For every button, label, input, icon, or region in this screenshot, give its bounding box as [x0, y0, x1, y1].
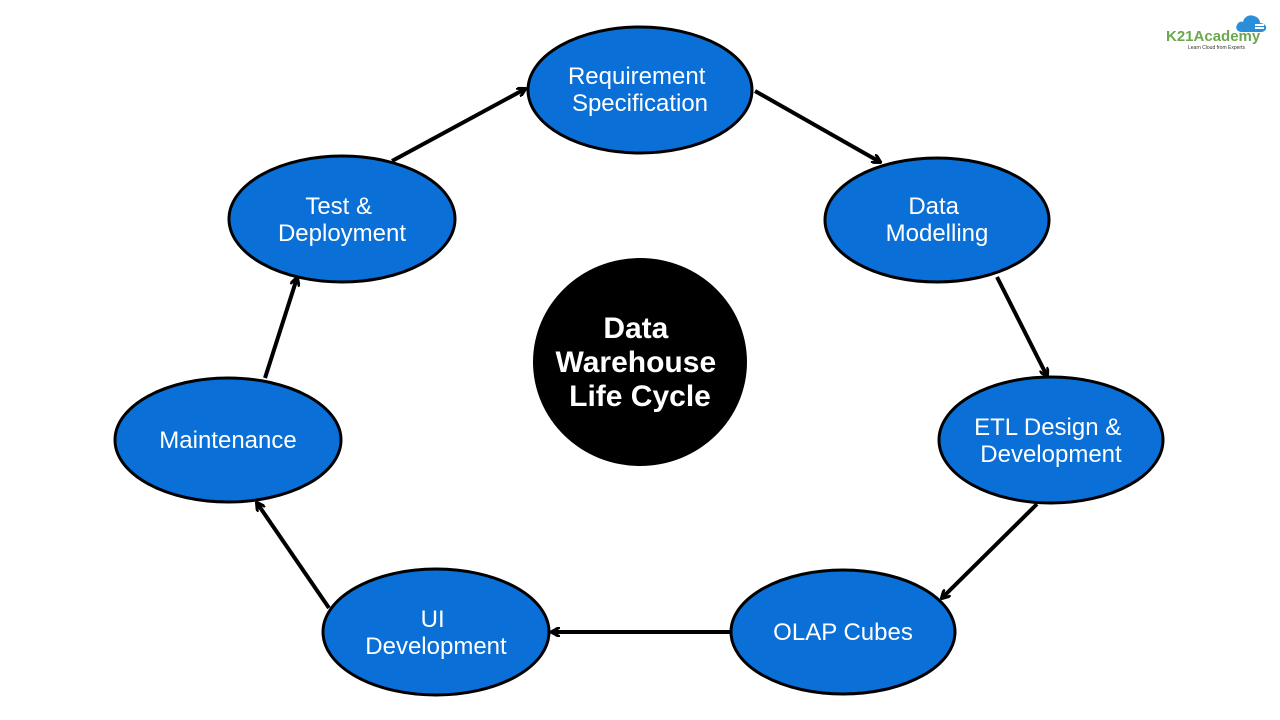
- node-label: UI Development: [365, 606, 507, 660]
- center-line-1: Data: [603, 312, 668, 345]
- node-ui-development: UI Development: [321, 567, 551, 697]
- node-label-line: Data: [908, 193, 959, 220]
- node-label: Test & Deployment: [278, 193, 406, 247]
- node-ellipse: [321, 567, 551, 697]
- center-title: Data Warehouse Life Cycle: [556, 312, 725, 413]
- arrow-modelling-to-etl: [995, 276, 1047, 376]
- node-maintenance: Maintenance: [113, 376, 343, 504]
- node-etl-design-development: ETL Design & Development: [937, 375, 1165, 505]
- node-ellipse: [526, 25, 754, 155]
- arrow-etl-to-olap: [942, 502, 1039, 598]
- node-label: Data Modelling: [886, 193, 989, 247]
- center-line-2: Warehouse: [556, 346, 717, 379]
- center-line-3: Life Cycle: [569, 380, 711, 413]
- node-label-line: OLAP Cubes: [773, 619, 913, 646]
- node-ellipse: [937, 375, 1165, 505]
- node-label-line: Maintenance: [159, 427, 296, 454]
- node-data-modelling: Data Modelling: [823, 156, 1051, 284]
- node-requirement-specification: Requirement Specification: [526, 25, 754, 155]
- node-label: Requirement Specification: [568, 63, 712, 117]
- arrow-test-to-requirement: [391, 89, 525, 163]
- arrow-ui-to-maintenance: [257, 503, 331, 610]
- node-label: OLAP Cubes: [773, 619, 913, 646]
- node-label-line: Test &: [305, 193, 372, 220]
- node-ellipse: [113, 376, 343, 504]
- center-node: Data Warehouse Life Cycle: [533, 258, 747, 466]
- edges: [257, 89, 1047, 632]
- cloud-icon: [1236, 15, 1267, 32]
- center-circle: [533, 258, 747, 466]
- brand-logo: K21Academy Learn Cloud from Experts: [1166, 12, 1270, 56]
- node-label: ETL Design & Development: [974, 414, 1128, 468]
- node-ellipse: [729, 568, 957, 696]
- node-test-deployment: Test & Deployment: [227, 154, 457, 284]
- logo-brand-text: K21Academy: [1166, 28, 1261, 45]
- node-ellipse: [823, 156, 1051, 284]
- node-olap-cubes: OLAP Cubes: [729, 568, 957, 696]
- node-label-line: UI: [421, 606, 445, 633]
- node-label-line: Development: [365, 633, 507, 660]
- node-label-line: Modelling: [886, 220, 989, 247]
- node-label-line: Requirement: [568, 63, 706, 90]
- logo-tagline: Learn Cloud from Experts: [1188, 45, 1245, 51]
- arrow-requirement-to-modelling: [754, 89, 880, 162]
- node-label-line: Specification: [572, 90, 708, 117]
- node-label: Maintenance: [159, 427, 296, 454]
- node-label-line: Deployment: [278, 220, 406, 247]
- arrow-maintenance-to-test: [263, 278, 297, 379]
- node-ellipse: [227, 154, 457, 284]
- node-label-line: ETL Design &: [974, 414, 1121, 441]
- node-label-line: Development: [980, 441, 1122, 468]
